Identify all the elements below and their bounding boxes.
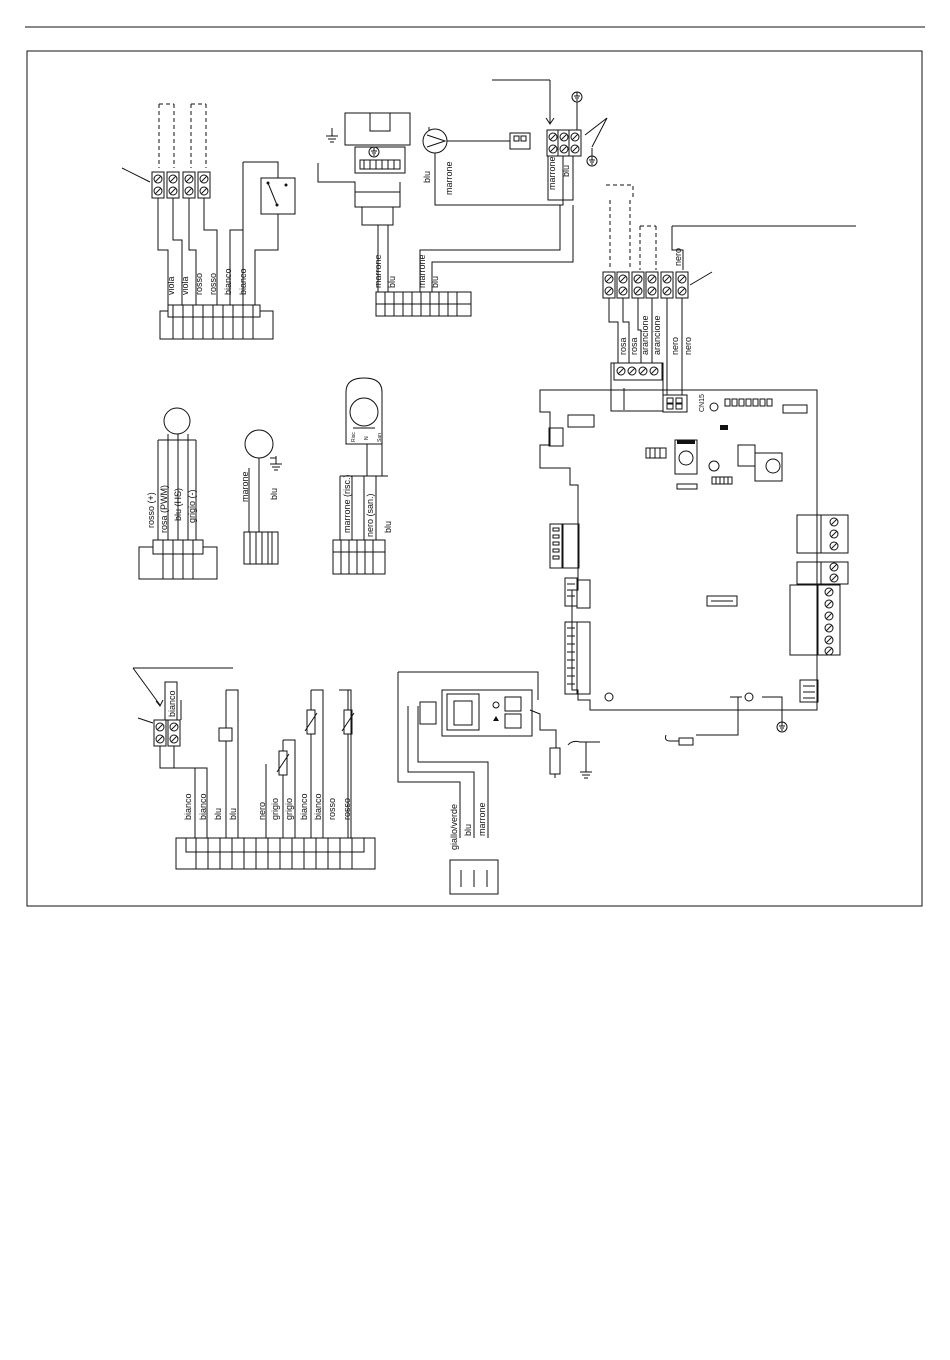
transformer-group: giallo/verde blu marrone: [397, 671, 600, 895]
wire-label: rosso: [194, 273, 204, 295]
wire-label: blu: [561, 165, 571, 177]
svg-text:San: San: [377, 433, 383, 442]
wire-label: marone: [240, 471, 250, 502]
wire-label: rosso: [327, 798, 337, 820]
wire-label: bianco: [167, 690, 177, 717]
wire-label: blu: [430, 276, 440, 288]
wire-label: nero (san.): [365, 493, 375, 537]
diagram-frame: [26, 50, 923, 907]
aux-inputs-group: nero rosa rosa arancione arancione nero …: [602, 184, 856, 395]
wire-label: marrone: [477, 802, 487, 836]
wire-label: viola: [180, 276, 190, 295]
wire-label: blu: [387, 276, 397, 288]
wire-label: viola: [166, 276, 176, 295]
spark-electrode-icon: [665, 734, 694, 746]
callout-line: [121, 167, 151, 183]
pump-group: blu marrone marrone blu marrone blu marr…: [317, 79, 608, 317]
sensor-wire-labels: bianco bianco blu blu nero grigio grigio…: [183, 793, 352, 820]
pump-symbol-icon: [422, 127, 448, 154]
fan-wire-labels: rosso (+) rosa (PWM) blu (HS) grigio (-): [146, 485, 197, 533]
wire-label: rosa (PWM): [159, 485, 169, 533]
wire-label: blu (HS): [173, 488, 183, 521]
wire-label: blu: [228, 808, 238, 820]
aux-wire-labels: rosa rosa arancione arancione nero nero: [618, 315, 693, 355]
gas-valve-unit: [317, 112, 411, 226]
valve-group: marone blu: [240, 429, 283, 565]
wire-label: grigio: [284, 798, 294, 820]
fan-group: rosso (+) rosa (PWM) blu (HS) grigio (-): [138, 407, 218, 580]
wire-label: rosso: [342, 798, 352, 820]
wire-label: bianco: [198, 793, 208, 820]
wire-label: blu: [213, 808, 223, 820]
wire-label: nero: [683, 337, 693, 355]
sensor-connector: [175, 837, 376, 870]
diverter-wire-labels: marrone (risc.) nero (san.) blu: [342, 474, 393, 537]
wire-label: blu: [383, 521, 393, 533]
wire-label: marrone: [444, 161, 454, 195]
ntc-sensor-icon: [304, 689, 324, 838]
valve-coil-icon: [244, 429, 274, 459]
wire-label: bianco: [299, 793, 309, 820]
sensors-group: bianco bianco bianco blu blu: [132, 667, 376, 870]
wire-label: arancione: [652, 315, 662, 355]
ntc-sensor-icon: [276, 739, 296, 838]
wire-label: blu: [269, 488, 279, 500]
fan-connector: [138, 539, 218, 580]
wire-label: bianco: [223, 268, 233, 295]
wire-label: grigio (-): [187, 489, 197, 523]
wire-label: bianco: [238, 268, 248, 295]
control-board: CN15: [539, 362, 849, 746]
wire-label: nero: [670, 337, 680, 355]
wire-label: nero: [673, 248, 683, 266]
stat-wire-labels: viola viola rosso rosso bianco bianco: [166, 268, 248, 295]
wire-label: marrone: [547, 156, 557, 190]
wire-label: marrone (risc.): [342, 474, 352, 533]
valve-connector: [243, 531, 279, 565]
wire-label: grigio: [270, 798, 280, 820]
wire-label: bianco: [183, 793, 193, 820]
diverter-group: Risc N San marrone (risc.) nero (san.) b…: [332, 377, 393, 575]
diverter-motor-icon: Risc N San: [345, 377, 383, 445]
wire-label: marrone: [373, 254, 383, 288]
fan-icon: [163, 407, 191, 435]
wire-label: blu: [463, 824, 473, 836]
wire-label: nero: [257, 802, 267, 820]
wire-label: rosso (+): [146, 492, 156, 528]
wire-label: bianco: [313, 793, 323, 820]
svg-text:N: N: [364, 436, 370, 440]
wire-label: blu: [422, 171, 432, 183]
flow-switch-icon: [218, 689, 239, 838]
stat-connector: [159, 304, 274, 340]
transformer-plug: [449, 859, 499, 895]
cn15-label: CN15: [699, 394, 706, 412]
diverter-connector: [332, 539, 386, 575]
wire-label: rosa: [629, 337, 639, 355]
wire-label: rosso: [208, 273, 218, 295]
thermostat-switch-icon: [260, 177, 296, 215]
wire-label: rosa: [618, 337, 628, 355]
wire-label: marrone: [417, 254, 427, 288]
wire-label: arancione: [640, 315, 650, 355]
transformer-icon: [441, 689, 533, 737]
ntc-sensor-icon: [339, 689, 355, 838]
pump-connector: [375, 291, 472, 317]
pump-wire-labels: marrone blu marrone blu: [373, 254, 440, 288]
svg-text:Risc: Risc: [351, 432, 357, 442]
wire-label: giallo/verde: [449, 804, 459, 850]
transformer-wire-labels: giallo/verde blu marrone: [449, 802, 487, 850]
thermostat-inputs-group: viola viola rosso rosso bianco bianco: [121, 103, 296, 340]
